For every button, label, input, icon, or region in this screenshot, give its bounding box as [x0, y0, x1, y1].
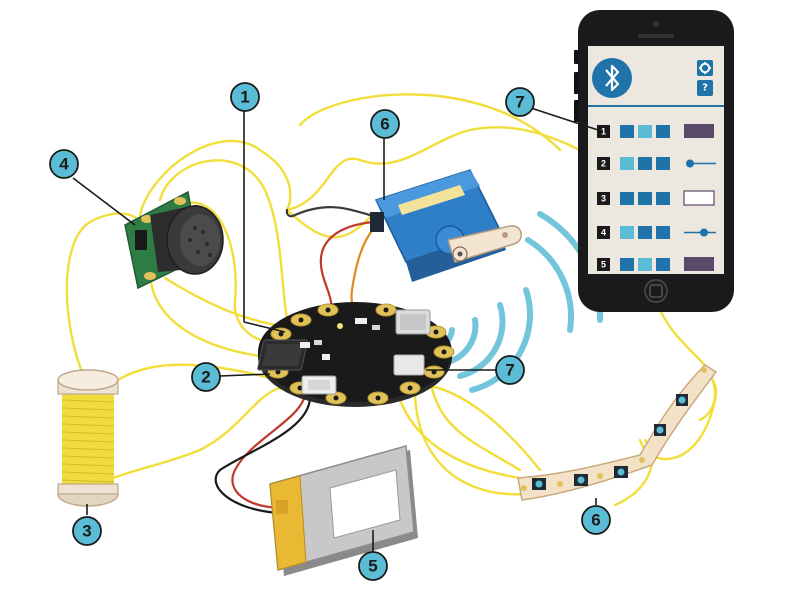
leader-lines	[72, 107, 599, 552]
callout-5: 5	[358, 551, 388, 581]
bluetooth-signal	[435, 211, 604, 393]
callout-1: 1	[230, 82, 260, 112]
svg-text:7: 7	[505, 361, 514, 380]
thread-spool	[57, 369, 119, 507]
accelerometer-chip	[393, 354, 425, 376]
led-pixels	[532, 394, 688, 490]
slider-control[interactable]	[686, 159, 716, 168]
smartphone: ? 1 2 3	[574, 10, 734, 312]
svg-text:6: 6	[591, 511, 600, 530]
microcontroller-chip	[257, 339, 308, 371]
svg-text:5: 5	[368, 557, 377, 576]
row-number: 2	[601, 159, 606, 169]
lipo-battery	[269, 445, 418, 576]
row-number: 4	[601, 228, 606, 238]
bluetooth-module	[395, 309, 431, 335]
bluetooth-icon	[592, 58, 632, 98]
callout-4: 4	[49, 149, 79, 179]
callout-2: 2	[191, 362, 221, 392]
svg-text:6: 6	[380, 115, 389, 134]
callout-7-phone: 7	[505, 87, 535, 117]
svg-text:2: 2	[201, 368, 210, 387]
app-row-4[interactable]: 4	[597, 226, 716, 239]
app-row-3[interactable]: 3	[597, 190, 715, 206]
servo-wires	[285, 206, 376, 320]
slider-control[interactable]	[684, 228, 716, 237]
svg-text:4: 4	[59, 155, 69, 174]
row-number: 5	[601, 260, 606, 270]
jst-connector	[301, 375, 337, 395]
empty-box[interactable]	[683, 190, 715, 206]
settings-button[interactable]	[697, 60, 713, 76]
small-components	[300, 318, 380, 360]
led-strip	[517, 364, 718, 501]
flora-board	[257, 302, 455, 407]
color-swatch[interactable]	[684, 124, 714, 138]
help-glyph: ?	[702, 83, 708, 94]
row-number: 1	[601, 127, 606, 137]
callout-badges: 1 2 3 4 5 6 6 7	[49, 82, 611, 581]
servo-motor	[370, 169, 522, 282]
callout-7-board: 7	[495, 355, 525, 385]
app-row-2[interactable]: 2	[597, 157, 716, 170]
gear-icon	[699, 62, 711, 74]
svg-text:7: 7	[515, 93, 524, 112]
app-row-5[interactable]: 5	[597, 257, 714, 271]
svg-text:1: 1	[240, 88, 249, 107]
help-button[interactable]: ?	[697, 80, 713, 96]
battery-wires	[214, 393, 312, 515]
app-row-1[interactable]: 1	[597, 124, 714, 138]
ultrasonic-sensor	[124, 190, 224, 290]
color-swatch[interactable]	[684, 257, 714, 271]
app-header: ?	[588, 46, 724, 107]
callout-6-strip: 6	[581, 505, 611, 535]
callout-6-servo: 6	[370, 109, 400, 139]
row-number: 3	[601, 194, 606, 204]
callout-3: 3	[72, 516, 102, 546]
svg-text:3: 3	[82, 522, 91, 541]
